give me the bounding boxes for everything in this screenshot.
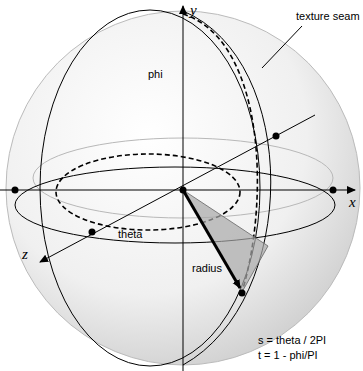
axis-label: x [349,194,356,211]
callout-label: texture seam [296,10,360,22]
axis-label: y [190,2,197,19]
vector-label: radius [192,262,222,274]
formula-label: t = 1 - phi/PI [258,349,318,361]
axis-label: z [22,246,28,263]
formula-label: s = theta / 2PI [258,334,326,346]
angle-label: phi [148,68,163,80]
angle-label: theta [118,228,142,240]
